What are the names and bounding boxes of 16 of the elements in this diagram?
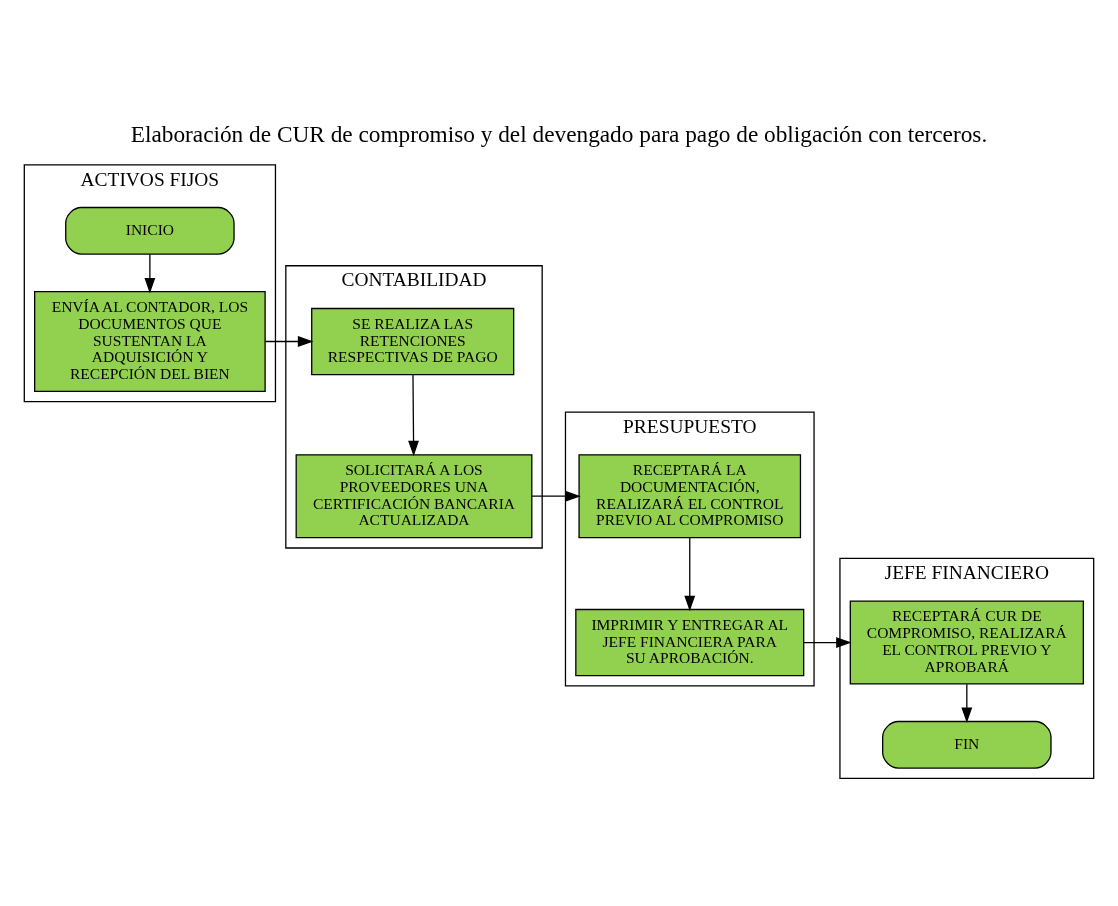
arrow <box>684 536 696 611</box>
node-box: ENVÍA AL CONTADOR, LOS DOCUMENTOS QUE SUSTENTAN LA ADQUISICIÓN Y RECEPCIÓN DEL BIEN <box>34 290 266 392</box>
arrow <box>144 253 156 293</box>
node-box: RECEPTARÁ LA DOCUMENTACIÓN, REALIZARÁ EL CONTROL PREVIO AL COMPROMISO <box>578 453 802 538</box>
arrow <box>408 373 419 456</box>
node-box: SE REALIZA LAS RETENCIONES RESPECTIVAS DE PAGO <box>311 307 515 375</box>
arrow <box>264 335 314 347</box>
arrow <box>961 683 973 723</box>
arrow <box>803 636 852 648</box>
arrow <box>531 490 581 502</box>
node-box: SOLICITARÁ A LOS PROVEEDORES UNA CERTIFICACIÓN BANCARIA ACTUALIZADA <box>295 453 533 538</box>
node-box: RECEPTARÁ CUR DE COMPROMISO, REALIZARÁ EL CONTROL PREVIO Y APROBARÁ <box>849 599 1084 685</box>
node-box: IMPRIMIR Y ENTREGAR AL JEFE FINANCIERA PARA SU APROBACIÓN. <box>575 608 805 676</box>
node-box: FIN <box>882 720 1052 769</box>
diagram-title: Elaboración de CUR de compromiso y del devengado para pago de obligación con terceros. <box>130 120 988 147</box>
node-box: INICIO <box>65 206 235 255</box>
